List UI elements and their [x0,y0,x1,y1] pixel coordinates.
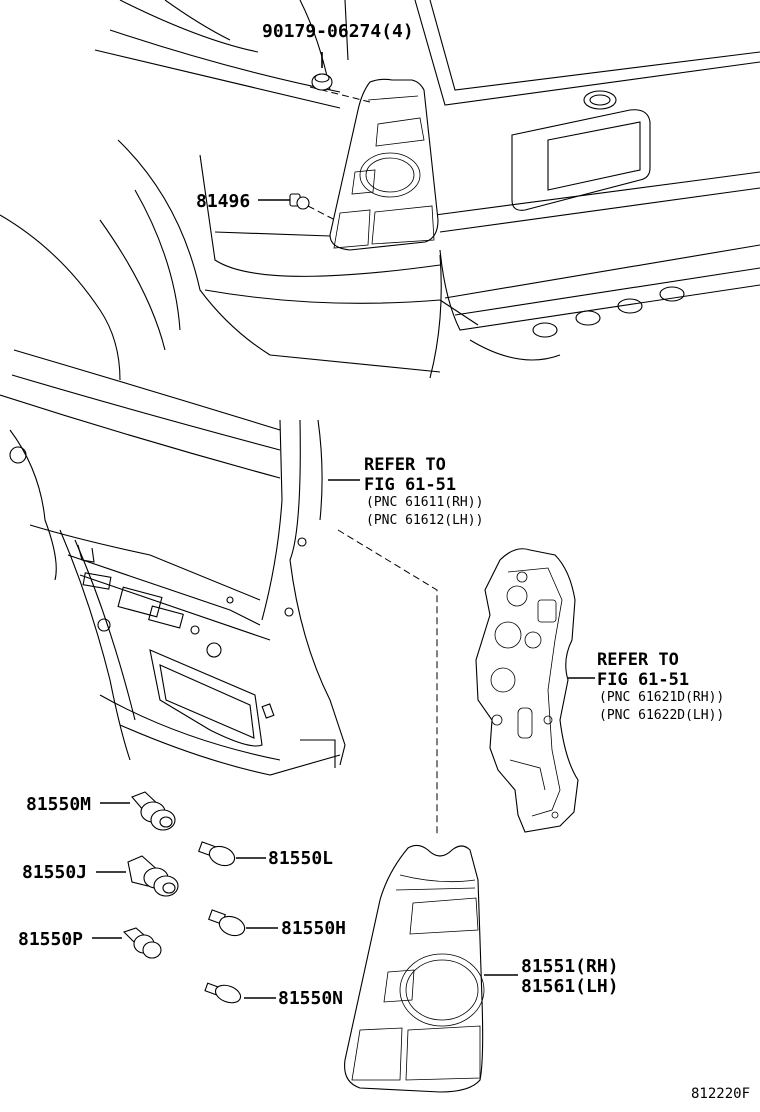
socket-81550M: 81550M [26,791,176,831]
assembly-dash-line [337,529,438,835]
reference-right: REFER TO FIG 61-51 (PNC 61621D(RH)) (PNC… [597,650,724,723]
ref-upper-pnc1: (PNC 61611(RH)) [366,495,483,510]
bulb-81550N: 81550N [204,982,343,1009]
bulb-81550H: 81550H [208,909,346,939]
ref-right-pnc2: (PNC 61622D(LH)) [599,708,724,723]
lamp-rh-label: 81551(RH) [521,956,619,977]
tail-lamp-assembly: 81551(RH) 81561(LH) [344,844,619,1093]
quarter-inner-panel [0,349,346,776]
socket-m-label: 81550M [26,794,91,815]
ref-right-pnc1: (PNC 61621D(RH)) [599,690,724,705]
bulb-n-label: 81550N [278,988,343,1009]
ref-upper-line2: FIG 61-51 [364,475,456,495]
ref-upper-pnc2: (PNC 61612(LH)) [366,513,483,528]
ref-right-line2: FIG 61-51 [597,670,689,690]
socket-81550J: 81550J [22,855,179,897]
lamp-lh-label: 81561(LH) [521,976,619,997]
bulb-81550L: 81550L [198,841,333,869]
screw-81496: 81496 [196,191,336,221]
socket-j-label: 81550J [22,862,87,883]
reference-upper: REFER TO FIG 61-51 (PNC 61611(RH)) (PNC … [328,455,483,528]
socket-p-label: 81550P [18,929,83,950]
figure-code: 812220F [691,1086,750,1102]
lamp-bracket [475,548,595,833]
installed-tail-lamp [309,78,439,251]
socket-81550P: 81550P [18,927,162,959]
clip-90179: 90179-06274(4) [262,21,414,91]
bulb-h-label: 81550H [281,918,346,939]
screw-label: 81496 [196,191,250,212]
bulb-l-label: 81550L [268,848,333,869]
clip-label: 90179-06274(4) [262,21,414,42]
vehicle-rear-illustration [0,0,760,381]
ref-right-line1: REFER TO [597,650,679,670]
ref-upper-line1: REFER TO [364,455,446,475]
